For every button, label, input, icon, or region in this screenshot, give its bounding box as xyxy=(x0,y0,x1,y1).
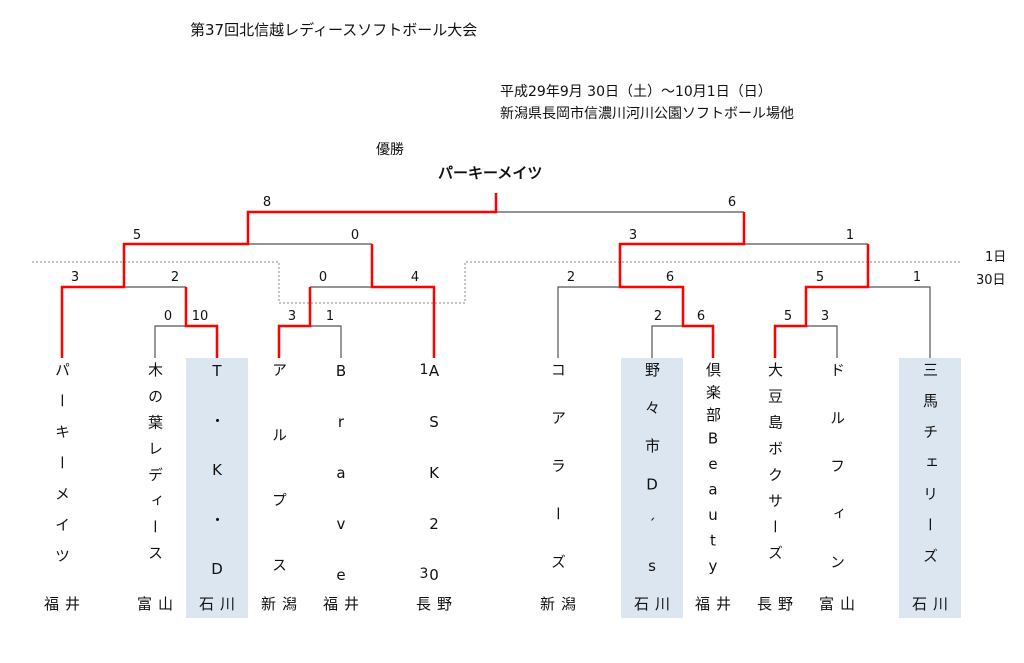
team-name: 木の葉レディース xyxy=(146,362,164,572)
score-first: 6 xyxy=(696,309,706,324)
bracket-line xyxy=(806,325,838,358)
score-quarter: 2 xyxy=(170,270,180,285)
team-prefecture: 石川 xyxy=(198,595,242,613)
score-final: 8 xyxy=(262,195,272,210)
score-first: 2 xyxy=(653,309,663,324)
score-quarter: 1 xyxy=(912,270,922,285)
score-first: 3 xyxy=(287,309,297,324)
team-prefecture: 福井 xyxy=(694,595,738,613)
team-name: 野々市D´s xyxy=(643,362,661,598)
score-semi: 5 xyxy=(132,228,142,243)
team-prefecture: 石川 xyxy=(911,595,955,613)
team-name: ドルフィン xyxy=(828,362,846,602)
bracket-line xyxy=(310,325,342,358)
team-highlight xyxy=(621,358,683,618)
score-first: 5 xyxy=(783,309,793,324)
bracket-line xyxy=(651,325,683,358)
winner-path-line xyxy=(370,244,436,358)
day-label-30: 30日 xyxy=(976,273,1006,288)
team-name: 三馬チェリーズ xyxy=(921,362,939,579)
team-prefecture: 福井 xyxy=(43,595,87,613)
bracket-line xyxy=(868,286,931,358)
score-first: 0 xyxy=(163,309,173,324)
team-prefecture: 富山 xyxy=(818,595,862,613)
champion-label: 優勝 xyxy=(376,142,404,158)
score-first: 10 xyxy=(191,309,209,324)
team-name: T・K・D xyxy=(208,362,226,611)
winner-path-line xyxy=(773,244,870,358)
venue-line: 新潟県長岡市信濃川河川公園ソフトボール場他 xyxy=(500,106,794,122)
team-prefecture: 新潟 xyxy=(260,595,304,613)
day-label-1: 1日 xyxy=(985,250,1007,265)
winner-path-line xyxy=(184,287,219,358)
score-quarter: 3 xyxy=(70,270,80,285)
team-prefecture: 新潟 xyxy=(539,595,583,613)
team-name: 大豆島ボクサーズ xyxy=(766,362,784,572)
winner-path-line xyxy=(277,287,312,358)
team-side-label: 1 xyxy=(419,362,429,378)
team-side-label: 3 xyxy=(419,566,429,582)
team-name: 倶楽部Beauty xyxy=(704,362,722,583)
team-prefecture: 石川 xyxy=(633,595,677,613)
score-final: 6 xyxy=(727,195,737,210)
champion-name: パーキーメイツ xyxy=(438,164,543,182)
score-quarter: 2 xyxy=(566,270,576,285)
score-semi: 0 xyxy=(350,228,360,243)
team-highlight xyxy=(899,358,961,618)
score-first: 1 xyxy=(325,309,335,324)
team-prefecture: 長野 xyxy=(415,595,459,613)
score-quarter: 4 xyxy=(410,270,420,285)
team-prefecture: 長野 xyxy=(756,595,800,613)
team-name: アルプス xyxy=(270,362,288,622)
team-name: パーキーメイツ xyxy=(53,362,71,579)
score-quarter: 6 xyxy=(665,270,675,285)
team-highlight xyxy=(186,358,248,618)
date-line: 平成29年9月 30日（土）～10月1日（日） xyxy=(500,84,772,100)
bracket-line xyxy=(557,286,620,358)
bracket-line xyxy=(154,325,186,358)
winner-path-line xyxy=(618,212,746,358)
tournament-title: 第37回北信越レディースソフトボール大会 xyxy=(190,21,478,39)
score-first: 3 xyxy=(820,309,830,324)
score-semi: 3 xyxy=(628,228,638,243)
team-name: Brave xyxy=(332,362,350,617)
team-name: ASK20 xyxy=(425,362,443,617)
team-prefecture: 福井 xyxy=(322,595,366,613)
score-quarter: 5 xyxy=(815,270,825,285)
team-prefecture: 富山 xyxy=(136,595,180,613)
score-semi: 1 xyxy=(845,228,855,243)
winner-path-line xyxy=(60,193,498,358)
day-divider-line xyxy=(32,261,962,304)
team-name: コアラーズ xyxy=(549,362,567,602)
score-quarter: 0 xyxy=(318,270,328,285)
